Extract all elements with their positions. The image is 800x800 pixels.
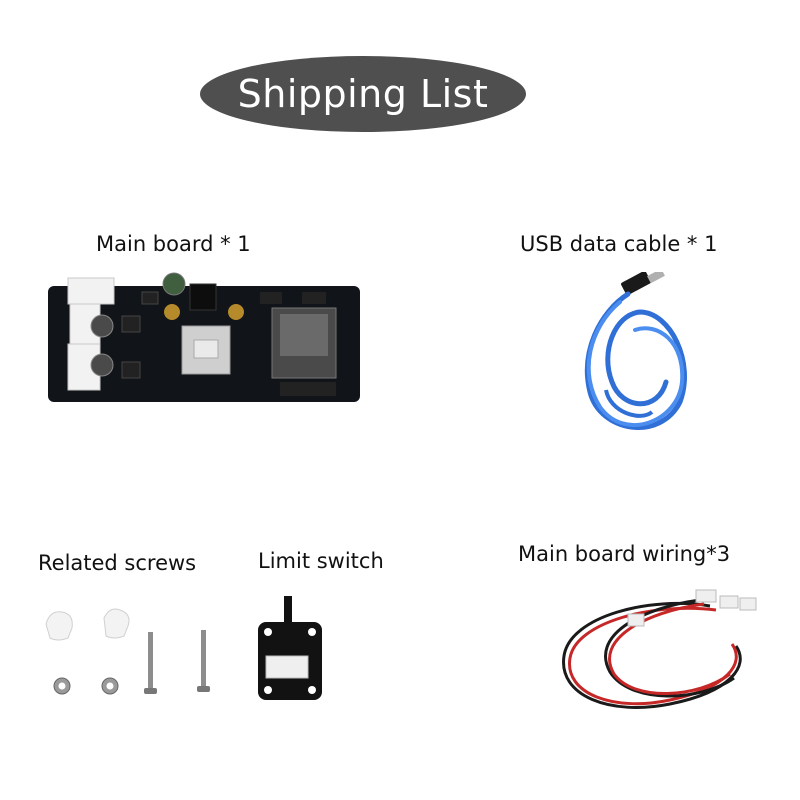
usb-cable-image	[584, 272, 687, 430]
wiring-image	[562, 589, 757, 709]
shipping-list-banner: Shipping List	[200, 56, 526, 132]
screws-image	[45, 608, 210, 695]
main-board-label: Main board * 1	[96, 232, 251, 256]
usb-cable-label: USB data cable * 1	[520, 232, 718, 256]
page-title: Shipping List	[237, 72, 489, 116]
wiring-label: Main board wiring*3	[518, 542, 731, 566]
limit-switch-image	[258, 596, 322, 700]
limit-switch-label: Limit switch	[258, 549, 384, 573]
screws-label: Related screws	[38, 551, 197, 575]
main-board-image	[48, 272, 360, 402]
